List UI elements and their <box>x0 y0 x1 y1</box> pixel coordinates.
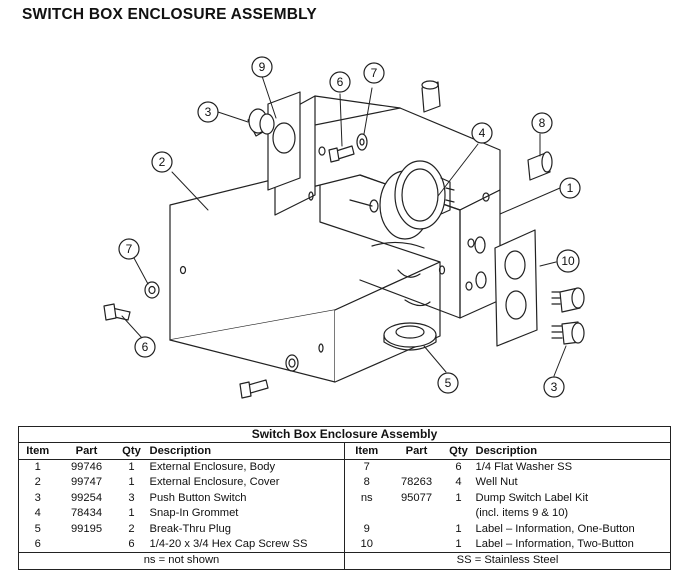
cell-description: Dump Switch Label Kit <box>472 490 671 506</box>
col-header-description: Description <box>472 442 671 460</box>
callout-3-top: 3 <box>205 105 212 119</box>
well-nut-part <box>421 80 553 181</box>
cell-part <box>389 459 445 475</box>
cell-part: 78434 <box>70 507 103 520</box>
exploded-assembly-diagram: 9 6 7 3 4 8 2 1 7 10 6 5 3 <box>103 56 585 399</box>
cell-description: (incl. items 9 & 10) <box>472 505 671 522</box>
cell-qty: 6 <box>455 460 462 473</box>
cell-qty: 1 <box>455 522 462 535</box>
cell-item: 3 <box>18 490 57 506</box>
col-header-part: Part <box>56 442 117 460</box>
table-row: 1 99746 1 External Enclosure, Body 7 6 1… <box>18 459 671 476</box>
cell-description: 1/4 Flat Washer SS <box>472 459 671 476</box>
cell-description: Break-Thru Plug <box>149 522 231 535</box>
cell-part <box>389 506 445 521</box>
table-title: Switch Box Enclosure Assembly <box>18 425 671 444</box>
label-one-button-part <box>267 91 301 191</box>
cell-item: 4 <box>18 505 57 522</box>
col-header-item: Item <box>18 442 57 460</box>
cell-description: External Enclosure, Cover <box>149 476 280 489</box>
cell-qty: 6 <box>116 536 147 554</box>
cell-qty: 1 <box>455 491 462 504</box>
cell-description: Well Nut <box>472 475 671 491</box>
hex-cap-screw-part <box>103 145 373 399</box>
cell-part <box>56 536 117 554</box>
cell-item: 10 <box>344 536 389 554</box>
col-header-qty: Qty <box>444 442 473 460</box>
cell-part: 99747 <box>70 476 103 489</box>
cell-qty: 1 <box>128 476 135 489</box>
col-header-item: Item <box>344 442 389 460</box>
cell-part <box>388 536 445 554</box>
cell-description: Label – Information, One-Button <box>472 521 671 537</box>
callout-3-bottom: 3 <box>551 380 558 394</box>
callout-7-left: 7 <box>126 242 133 256</box>
cell-qty: 4 <box>455 476 462 489</box>
table-row: 2 99747 1 External Enclosure, Cover 8 78… <box>18 475 671 491</box>
cell-qty: 1 <box>128 460 135 473</box>
cell-part <box>389 521 445 536</box>
cell-item: 8 <box>344 475 389 491</box>
table-footnote-ns: ns = not shown <box>18 552 345 570</box>
callout-9: 9 <box>259 60 266 74</box>
cell-item: 7 <box>344 459 389 476</box>
col-header-description: Description <box>146 442 345 460</box>
cell-part: 99195 <box>70 522 103 535</box>
cell-qty: 2 <box>128 522 135 535</box>
table-footnote-ss: SS = Stainless Steel <box>344 552 671 570</box>
table-row: 5 99195 2 Break-Thru Plug 9 1 Label – In… <box>18 521 671 537</box>
cell-description: Snap-In Grommet <box>149 507 239 520</box>
callout-6-top: 6 <box>337 75 344 89</box>
cell-part: 99746 <box>70 460 103 473</box>
snap-in-grommet-part <box>379 160 455 240</box>
col-header-qty: Qty <box>116 442 147 460</box>
cell-qty: 1 <box>128 507 135 520</box>
cell-item: ns <box>344 490 389 506</box>
cell-part: 99254 <box>70 491 103 504</box>
page-title: SWITCH BOX ENCLOSURE ASSEMBLY <box>22 6 317 23</box>
cell-qty: 3 <box>128 491 135 504</box>
cell-item: 6 <box>18 536 57 554</box>
cell-description: Label – Information, Two-Button <box>472 536 671 554</box>
callout-2: 2 <box>159 155 166 169</box>
callout-4: 4 <box>479 126 486 140</box>
cell-item: 5 <box>18 521 57 537</box>
flat-washer-part <box>144 133 379 299</box>
cell-item: 9 <box>344 521 389 537</box>
table-row: 6 6 1/4-20 x 3/4 Hex Cap Screw SS 10 1 L… <box>18 536 671 554</box>
break-thru-plug-part <box>383 322 437 351</box>
enclosure-cover-part <box>169 167 441 383</box>
label-two-button-part <box>494 229 538 347</box>
callout-6-left: 6 <box>142 340 149 354</box>
callout-5: 5 <box>445 376 452 390</box>
parts-table: Switch Box Enclosure Assembly Item Part … <box>18 425 671 570</box>
callout-8: 8 <box>539 116 546 130</box>
cell-item <box>344 505 389 522</box>
push-button-switch-part <box>247 108 585 345</box>
cell-part: 78263 <box>400 476 433 489</box>
cell-part: 95077 <box>400 491 433 504</box>
cell-item: 2 <box>18 475 57 491</box>
cell-qty: 1 <box>444 536 473 554</box>
cell-item: 1 <box>18 459 57 476</box>
table-row: 4 78434 1 Snap-In Grommet (incl. items 9… <box>18 505 671 522</box>
cell-description: 1/4-20 x 3/4 Hex Cap Screw SS <box>146 536 345 554</box>
callout-7-top: 7 <box>371 66 378 80</box>
cell-description: External Enclosure, Body <box>149 460 276 473</box>
table-row: 3 99254 3 Push Button Switch ns 95077 1 … <box>18 490 671 506</box>
callout-10: 10 <box>561 254 575 268</box>
cell-description: Push Button Switch <box>149 491 247 504</box>
col-header-part: Part <box>388 442 445 460</box>
callout-1: 1 <box>567 181 574 195</box>
cell-qty <box>445 506 473 521</box>
